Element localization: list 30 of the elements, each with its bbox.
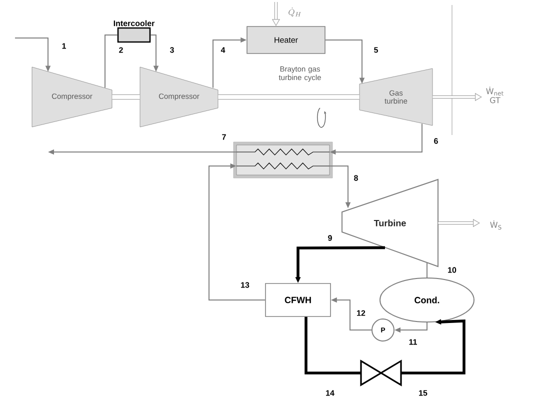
shaft-line	[218, 94, 360, 100]
pipe-line	[304, 316, 361, 374]
arrow	[208, 163, 266, 300]
edge-label: 14	[326, 390, 334, 396]
edge-label: 13	[241, 282, 250, 288]
pipe-line	[426, 262, 428, 278]
edge-label: $\dot{Q}_H$	[288, 8, 301, 16]
edge-label: 4	[220, 47, 226, 53]
edge-label: 6	[434, 138, 438, 144]
valve-symbol	[360, 360, 402, 386]
edge-label: 3	[170, 47, 174, 53]
shaft-line	[112, 94, 140, 100]
intercooler-box: Intercooler	[114, 20, 155, 43]
heat-exchanger-drawing	[233, 142, 333, 178]
edge-label: 10	[448, 267, 456, 273]
edge-label: Ẇ$_{net}$ GT	[486, 86, 504, 104]
edge-label: 9	[328, 235, 332, 241]
edge-label: 2	[119, 47, 123, 53]
edge-label: 1	[62, 43, 66, 49]
edge-label: Ẇ$_{S}$	[490, 220, 502, 230]
edge-label: 12	[357, 310, 366, 316]
edge-label: 15	[419, 390, 428, 396]
edge-label: 8	[354, 175, 358, 181]
node-label: Intercooler	[114, 20, 155, 26]
pipe-line	[104, 34, 118, 88]
heater-box: Heater	[246, 26, 326, 54]
cfwh-box: CFWH	[265, 283, 331, 317]
edge-label: 11	[409, 339, 417, 345]
edge-label: 5	[374, 47, 378, 53]
edge-label: 7	[222, 134, 226, 140]
